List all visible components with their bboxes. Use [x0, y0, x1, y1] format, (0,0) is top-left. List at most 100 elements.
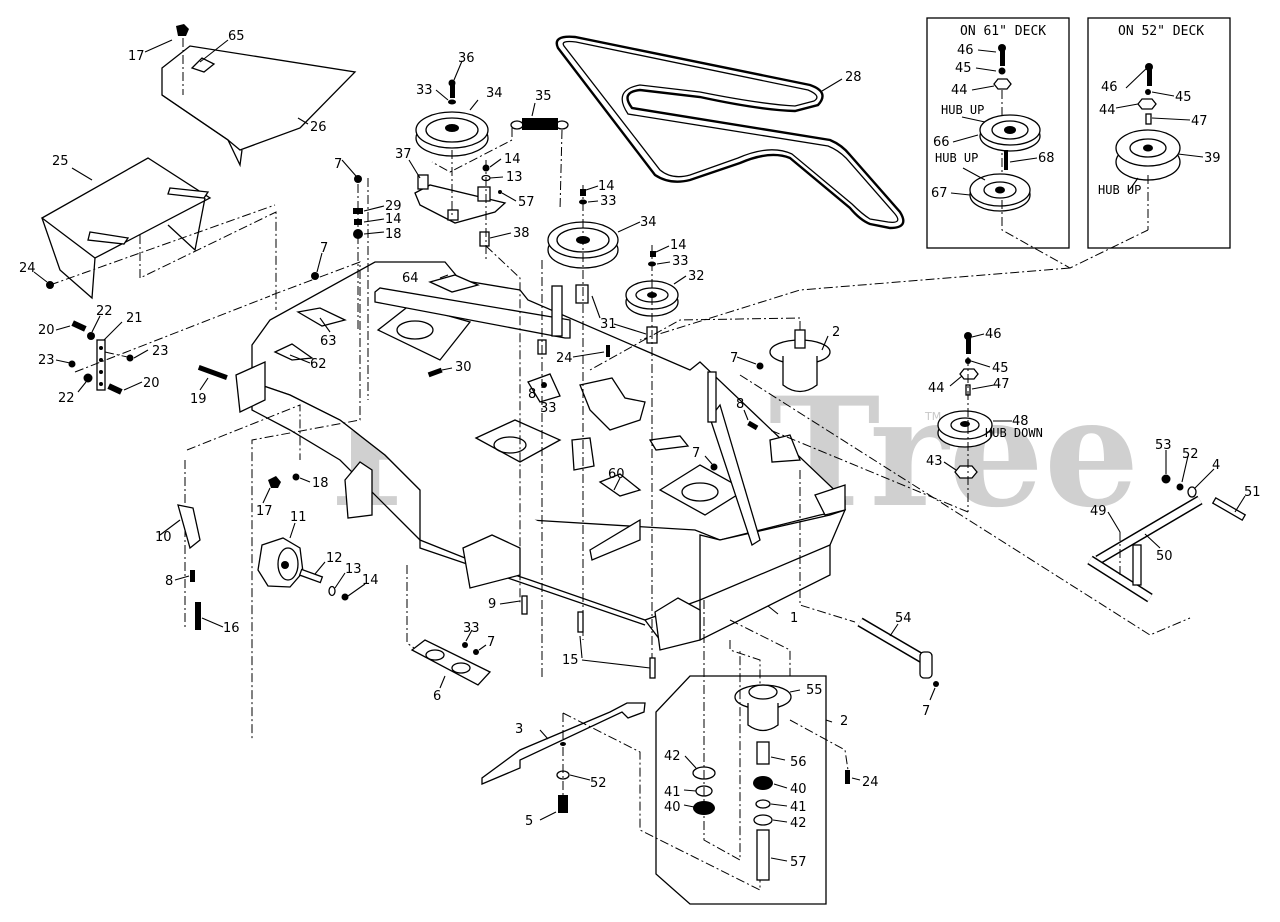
callout-33: 33 [672, 254, 689, 269]
callout-60: 60 [608, 467, 625, 482]
gauge-wheel-11 [257, 537, 304, 588]
callout-50: 50 [1156, 549, 1173, 564]
spindle-mount-plate [474, 419, 562, 463]
callout-22: 22 [96, 304, 113, 319]
callout-33: 33 [540, 401, 557, 416]
callout-52: 52 [590, 776, 607, 791]
callout-66: 66 [933, 135, 950, 150]
deck-bracket [769, 434, 801, 463]
callout-42: 42 [664, 749, 681, 764]
callout-5: 5 [525, 814, 533, 829]
deck-bracket [344, 461, 373, 519]
callout-41: 41 [790, 800, 807, 815]
callout-57: 57 [790, 855, 807, 870]
callout-8: 8 [165, 574, 173, 589]
watermark-trademark: TM [924, 410, 941, 423]
callout-32: 32 [688, 269, 705, 284]
bolt-20 [71, 320, 87, 332]
washer-13 [328, 585, 336, 597]
callout-34: 34 [640, 215, 657, 230]
rod-end-plate [919, 651, 933, 679]
center-pulley-assembly: 14 33 34 14 33 32 31 [537, 179, 705, 680]
callout-10: 10 [155, 530, 172, 545]
callout-39: 39 [1204, 151, 1221, 166]
bolt-icon [1147, 66, 1152, 86]
bracket-10 [177, 504, 201, 550]
callout-44: 44 [1099, 103, 1116, 118]
callout-33: 33 [463, 621, 480, 636]
nut-22 [87, 332, 95, 340]
callout-14: 14 [504, 152, 521, 167]
callout-7: 7 [692, 446, 700, 461]
bracket-6 [410, 639, 492, 686]
callout-14: 14 [385, 212, 402, 227]
nut-18 [292, 473, 300, 481]
note-hub-down: HUB DOWN [985, 426, 1043, 440]
hex-nut-44 [959, 368, 979, 380]
knob-17 [176, 24, 189, 36]
inset-title: ON 61" DECK [960, 24, 1046, 39]
callout-24: 24 [862, 775, 879, 790]
callout-46: 46 [957, 43, 974, 58]
callout-49: 49 [1090, 504, 1107, 519]
callout-33: 33 [600, 194, 617, 209]
idler-arm-assembly: 36 33 34 35 37 14 13 57 38 [395, 51, 569, 605]
callout-45: 45 [955, 61, 972, 76]
decal-plate [648, 435, 690, 451]
nut-7 [933, 681, 939, 687]
bolt-8 [190, 570, 195, 582]
nut-22 [83, 373, 93, 383]
decal-60 [598, 473, 642, 497]
callout-6: 6 [433, 689, 441, 704]
callout-42: 42 [790, 816, 807, 831]
callout-24: 24 [556, 351, 573, 366]
callout-51: 51 [1244, 485, 1261, 500]
callout-33: 33 [416, 83, 433, 98]
screw-30 [427, 367, 443, 378]
decal-63 [296, 307, 347, 327]
callout-13: 13 [506, 170, 523, 185]
callout-64: 64 [402, 271, 419, 286]
note-hub-up: HUB UP [935, 151, 978, 165]
callout-7: 7 [730, 351, 738, 366]
screw-24 [845, 770, 850, 784]
callout-16: 16 [223, 621, 240, 636]
bolt-5 [558, 795, 568, 813]
bolt-51 [1211, 497, 1247, 521]
callout-15: 15 [562, 653, 579, 668]
callout-56: 56 [790, 755, 807, 770]
bolt-36 [450, 82, 455, 98]
bracket-21 [96, 339, 106, 391]
callout-26: 26 [310, 120, 327, 135]
callout-35: 35 [535, 89, 552, 104]
washer-33 [448, 99, 456, 105]
bolt-20 [107, 383, 123, 395]
decal-62 [273, 343, 314, 361]
callout-31: 31 [600, 317, 617, 332]
callout-34: 34 [486, 86, 503, 101]
callout-28: 28 [845, 70, 862, 85]
screw-24 [606, 345, 610, 357]
knob-17 [268, 476, 281, 488]
deck-bracket [589, 518, 641, 561]
bracket-21-assembly: 20 22 21 23 23 22 20 [38, 295, 271, 406]
bolt-16 [195, 602, 201, 630]
callout-21: 21 [126, 311, 143, 326]
axle-12 [298, 568, 324, 584]
callout-20: 20 [38, 323, 55, 338]
callout-43: 43 [926, 454, 943, 469]
callout-12: 12 [326, 551, 343, 566]
callout-1: 1 [790, 611, 798, 626]
callout-4: 4 [1212, 458, 1220, 473]
deck-bracket [709, 403, 761, 546]
bushing-icon [417, 174, 429, 190]
hinge-icon [167, 187, 210, 199]
washer-42 [753, 814, 773, 826]
deck-bracket [814, 484, 846, 516]
callout-8: 8 [528, 387, 536, 402]
washer-4 [1187, 486, 1197, 498]
spacer-29 [353, 208, 363, 214]
callout-7: 7 [334, 157, 342, 172]
callout-13: 13 [345, 562, 362, 577]
callout-36: 36 [458, 51, 475, 66]
